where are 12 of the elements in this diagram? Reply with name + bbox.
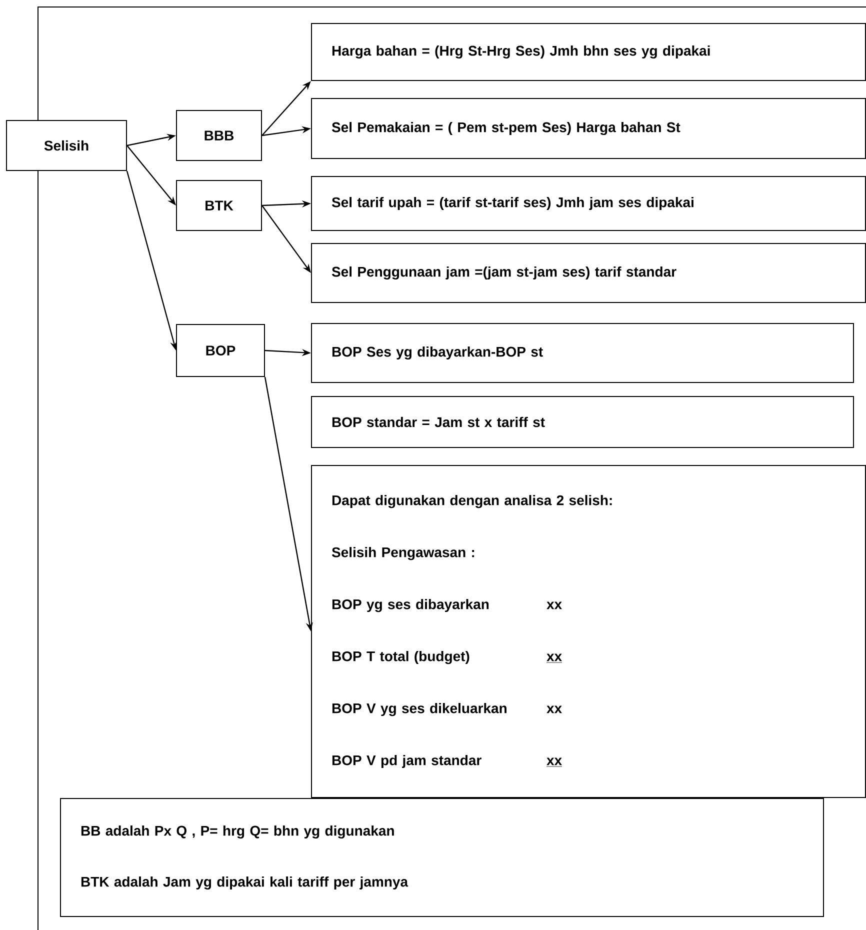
formula-box: BOP standar = Jam st x tariff st — [311, 396, 854, 448]
formula-box: Sel tarif upah = (tarif st-tarif ses) Jmh jam ses dipakai — [311, 176, 866, 231]
process-box: BTK — [176, 180, 262, 231]
formula-box: BOP Ses yg dibayarkan-BOP st — [311, 323, 854, 383]
process-box: BOP — [176, 324, 265, 377]
formula-box: Sel Penggunaan jam =(jam st-jam ses) tarif standar — [311, 243, 866, 303]
process-box: BBB — [176, 110, 262, 161]
note-box: BB adalah Px Q , P= hrg Q= bhn yg digunakan BTK adalah Jam yg dipakai kali tariff per jamnya — [60, 798, 824, 917]
formula-box: Harga bahan = (Hrg St-Hrg Ses) Jmh bhn ses yg dipakai — [311, 23, 866, 81]
formula-box: Sel Pemakaian = ( Pem st-pem Ses) Harga bahan St — [311, 98, 866, 159]
process-box: Selisih — [6, 120, 127, 171]
note-box: Dapat digunakan dengan analisa 2 selish: Selisih Pengawasan : BOP yg ses dibayarkan xx BOP T total (budget) xx BOP V yg ses dikeluarkan xx BOP V pd jam standar xx — [311, 465, 866, 798]
